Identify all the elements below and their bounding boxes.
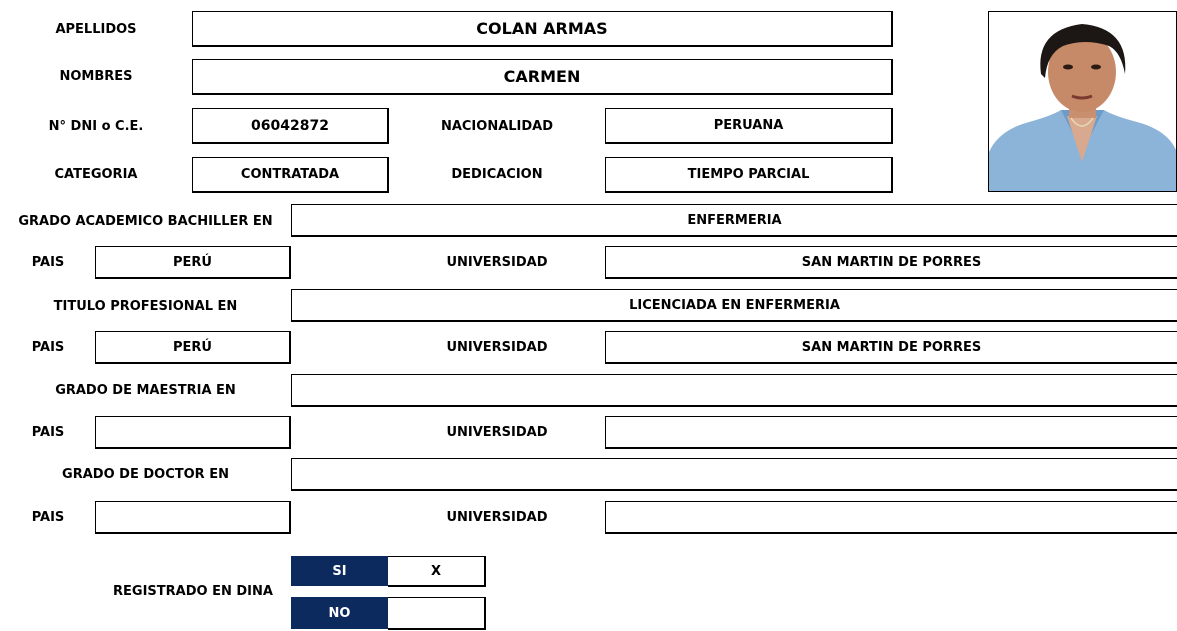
doctor-pais-label: PAIS (31, 509, 65, 525)
dina-si-field[interactable]: X (388, 556, 486, 587)
doctor-field[interactable] (291, 458, 1177, 491)
doctor-universidad-label: UNIVERSIDAD (446, 509, 548, 525)
bachiller-field[interactable]: ENFERMERIA (291, 204, 1177, 237)
titulo-field[interactable]: LICENCIADA EN ENFERMERIA (291, 289, 1177, 322)
doctor-universidad-field[interactable] (605, 501, 1177, 534)
maestria-universidad-label: UNIVERSIDAD (446, 424, 548, 440)
bachiller-pais-field[interactable]: PERÚ (95, 246, 291, 279)
doctor-label: GRADO DE DOCTOR EN (62, 466, 229, 482)
titulo-label: TITULO PROFESIONAL EN (53, 298, 238, 314)
titulo-universidad-field[interactable]: SAN MARTIN DE PORRES (605, 331, 1177, 364)
maestria-pais-label: PAIS (31, 424, 65, 440)
dina-label: REGISTRADO EN DINA (113, 583, 273, 599)
titulo-universidad-label: UNIVERSIDAD (446, 339, 548, 355)
bachiller-label: GRADO ACADEMICO BACHILLER EN (18, 213, 273, 229)
dina-si-label: SI (291, 556, 388, 586)
dedicacion-field[interactable]: TIEMPO PARCIAL (605, 157, 893, 193)
apellidos-label: APELLIDOS (55, 21, 137, 37)
categoria-field[interactable]: CONTRATADA (192, 157, 389, 193)
doctor-pais-field[interactable] (95, 501, 291, 534)
dina-no-label: NO (291, 597, 388, 629)
nacionalidad-label: NACIONALIDAD (440, 118, 554, 134)
apellidos-field[interactable]: COLAN ARMAS (192, 11, 893, 47)
maestria-field[interactable] (291, 374, 1177, 407)
dni-field[interactable]: 06042872 (192, 108, 389, 144)
profile-photo (988, 11, 1177, 192)
portrait-image (989, 12, 1176, 191)
dedicacion-label: DEDICACION (451, 166, 543, 182)
nacionalidad-field[interactable]: PERUANA (605, 108, 893, 144)
maestria-universidad-field[interactable] (605, 416, 1177, 449)
maestria-label: GRADO DE MAESTRIA EN (55, 382, 236, 398)
bachiller-pais-label: PAIS (31, 254, 65, 270)
dina-no-field[interactable] (388, 597, 486, 630)
nombres-field[interactable]: CARMEN (192, 59, 893, 95)
bachiller-universidad-label: UNIVERSIDAD (446, 254, 548, 270)
dni-label: N° DNI o C.E. (48, 118, 144, 134)
titulo-pais-field[interactable]: PERÚ (95, 331, 291, 364)
maestria-pais-field[interactable] (95, 416, 291, 449)
bachiller-universidad-field[interactable]: SAN MARTIN DE PORRES (605, 246, 1177, 279)
categoria-label: CATEGORIA (54, 166, 138, 182)
nombres-label: NOMBRES (59, 68, 133, 84)
titulo-pais-label: PAIS (31, 339, 65, 355)
